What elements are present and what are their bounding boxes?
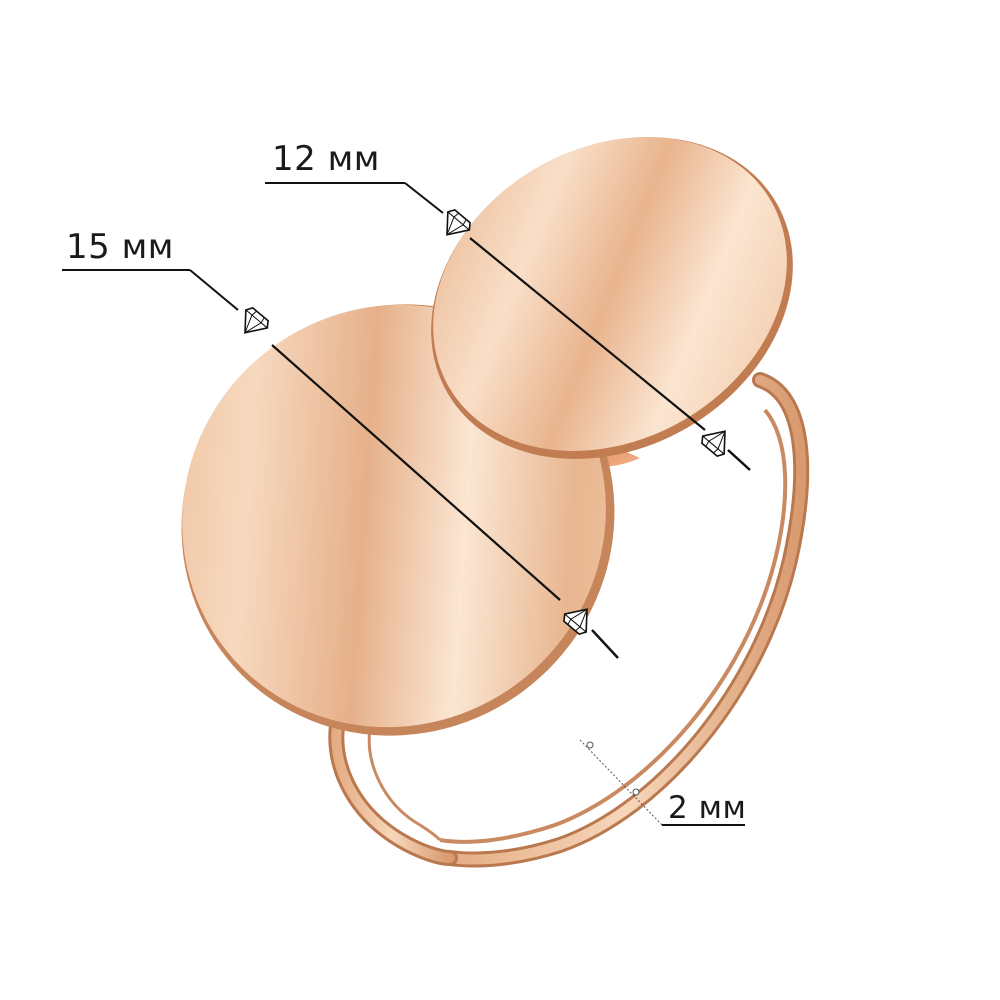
dimension-label-12mm: 12 мм [272,139,380,179]
dimension-15mm: 15 мм [62,227,619,659]
small-disc-diameter-line [469,237,706,431]
dimension-label-15mm: 15 мм [66,227,174,267]
large-disc-diameter-line [271,344,561,601]
diamond-marker-icon [563,608,589,635]
band-width-marker-icon [632,788,640,796]
dimension-2mm: 2 мм [579,739,746,826]
diamond-marker-icon [243,307,269,334]
dimension-12mm: 12 мм [265,139,751,471]
diamond-marker-icon [701,430,727,457]
ring-band [328,372,810,868]
dimension-label-2mm: 2 мм [668,790,746,826]
diamond-marker-icon [445,209,471,236]
band-width-marker-icon [586,741,594,749]
small-disc [431,137,793,459]
